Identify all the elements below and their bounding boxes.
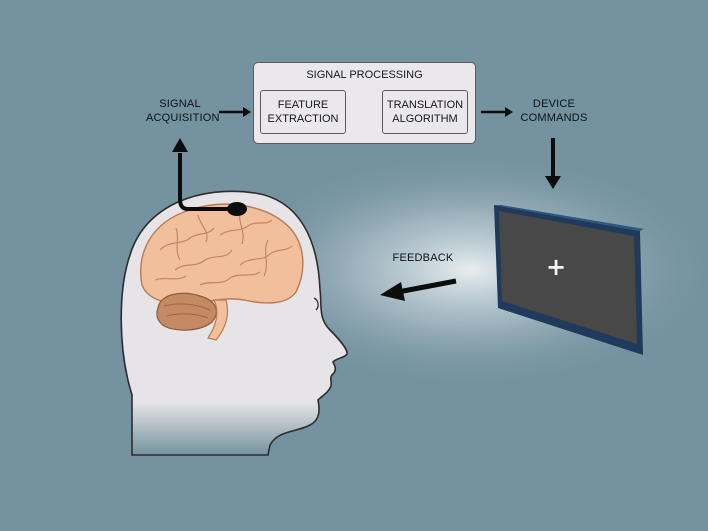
device-commands-label: DEVICE COMMANDS [514, 97, 594, 125]
feedback-label: FEEDBACK [392, 252, 454, 264]
signal-acquisition-label: SIGNAL ACQUISITION [146, 97, 220, 125]
feature-extraction-line2: EXTRACTION [267, 113, 339, 125]
brain-stem [207, 299, 229, 341]
translation-algorithm-line1: TRANSLATION [386, 99, 464, 111]
device-commands-line1: DEVICE [532, 98, 576, 110]
translation-algorithm-line2: ALGORITHM [392, 113, 458, 125]
monitor-screen [499, 211, 637, 344]
translation-algorithm-box: TRANSLATION ALGORITHM [382, 90, 468, 134]
signal-acquisition-line1: SIGNAL [159, 98, 201, 110]
screen-plus-symbol: + [545, 253, 567, 281]
acquisition-arrow-head [172, 138, 188, 152]
ear-line [313, 297, 319, 311]
signal-processing-title: SIGNAL PROCESSING [306, 69, 423, 81]
monitor [494, 205, 644, 355]
brain [140, 203, 304, 341]
electrode-wire [178, 153, 236, 211]
device-commands-line2: COMMANDS [520, 112, 588, 124]
electrode [227, 202, 247, 216]
signal-processing-box: SIGNAL PROCESSING FEATURE EXTRACTION TRA… [253, 62, 476, 144]
feature-extraction-line1: FEATURE [277, 99, 329, 111]
feature-extraction-box: FEATURE EXTRACTION [260, 90, 346, 134]
cerebellum [156, 292, 217, 331]
signal-acquisition-line2: ACQUISITION [146, 112, 220, 124]
feedback-arrow [397, 278, 457, 295]
